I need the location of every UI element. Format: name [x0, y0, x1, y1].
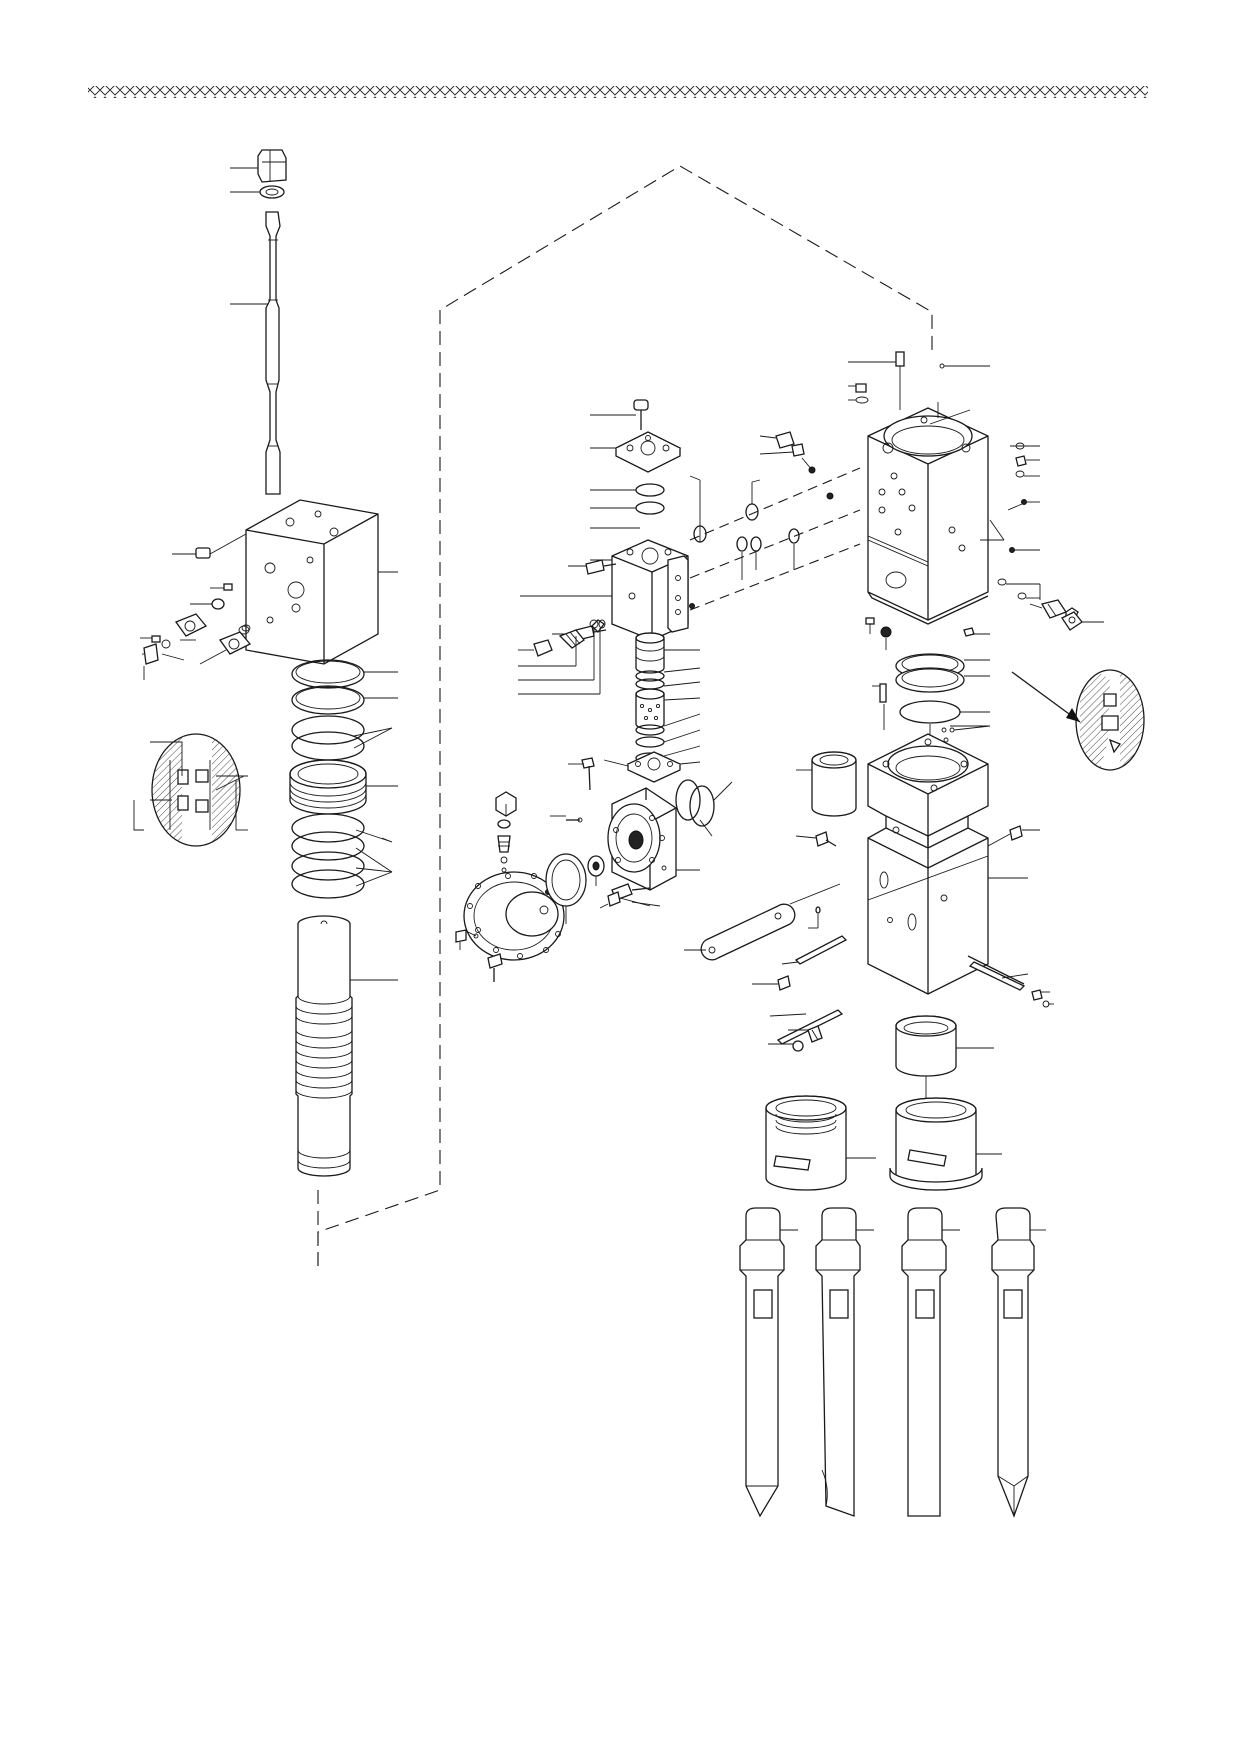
top-diamond-border	[88, 86, 1148, 98]
washer	[230, 185, 285, 199]
lower-bushing	[895, 1015, 994, 1110]
cylinder-seals	[895, 653, 990, 740]
right-assembly	[684, 351, 1145, 1518]
detail-arrow	[1011, 671, 1081, 723]
valve-fittings	[518, 619, 606, 695]
ring-bushing-right	[796, 751, 857, 817]
cylinder-small-pins	[943, 725, 991, 743]
chisel-flat	[815, 1207, 874, 1517]
control-valve-body	[590, 527, 689, 641]
accumulator-ring-seal	[545, 853, 605, 924]
retainer-bar	[684, 883, 841, 961]
top-o-rings	[590, 483, 665, 515]
seal-detail-circle	[1075, 669, 1145, 771]
top-pin	[848, 351, 990, 410]
thrust-ring-right	[889, 1097, 1002, 1191]
valve-spool-stack	[635, 632, 701, 764]
cap-nut	[230, 149, 287, 183]
housing-top-pins	[941, 727, 1040, 847]
valve-cylinder-dashes	[689, 467, 861, 611]
ring-bushing	[289, 759, 398, 815]
cylinder-upper	[867, 402, 989, 625]
lower-seal-rings	[291, 813, 393, 899]
assembly-path-dashed	[317, 165, 933, 1266]
cylinder-pin	[872, 683, 887, 730]
chisel-moil-point	[739, 1207, 798, 1518]
small-bolt-left	[568, 757, 595, 791]
chisel-blunt	[901, 1207, 960, 1517]
cylinder-bottom-plugs	[865, 617, 990, 650]
center-assembly	[455, 399, 861, 982]
center-o-rings	[675, 779, 733, 837]
housing-left-bolts	[795, 831, 837, 929]
front-head-body	[607, 787, 700, 891]
front-head-bottom-bolt	[599, 891, 651, 909]
middle-plugs	[689, 431, 834, 580]
lower-left-bolts	[752, 975, 823, 1052]
check-valve-parts	[495, 791, 517, 873]
top-bolt	[590, 399, 649, 430]
cap-plug	[848, 383, 869, 404]
front-head-housing	[867, 733, 1028, 995]
piston	[295, 915, 398, 1177]
lower-right-bolts	[1031, 989, 1054, 1008]
left-fittings	[140, 533, 252, 680]
through-rods	[769, 935, 1029, 1045]
chisel-wedge	[991, 1207, 1046, 1518]
spool-base-flange	[603, 751, 701, 783]
seal-rings	[291, 659, 398, 761]
right-fittings	[980, 442, 1104, 631]
accumulator-cover	[463, 871, 565, 961]
left-assembly	[133, 149, 398, 1177]
section-detail-circle	[133, 733, 248, 847]
rod	[230, 211, 281, 495]
thrust-ring-left	[765, 1095, 876, 1191]
top-cover-plate	[590, 431, 682, 473]
valve-block	[245, 499, 398, 665]
cover-bolts	[455, 929, 503, 982]
